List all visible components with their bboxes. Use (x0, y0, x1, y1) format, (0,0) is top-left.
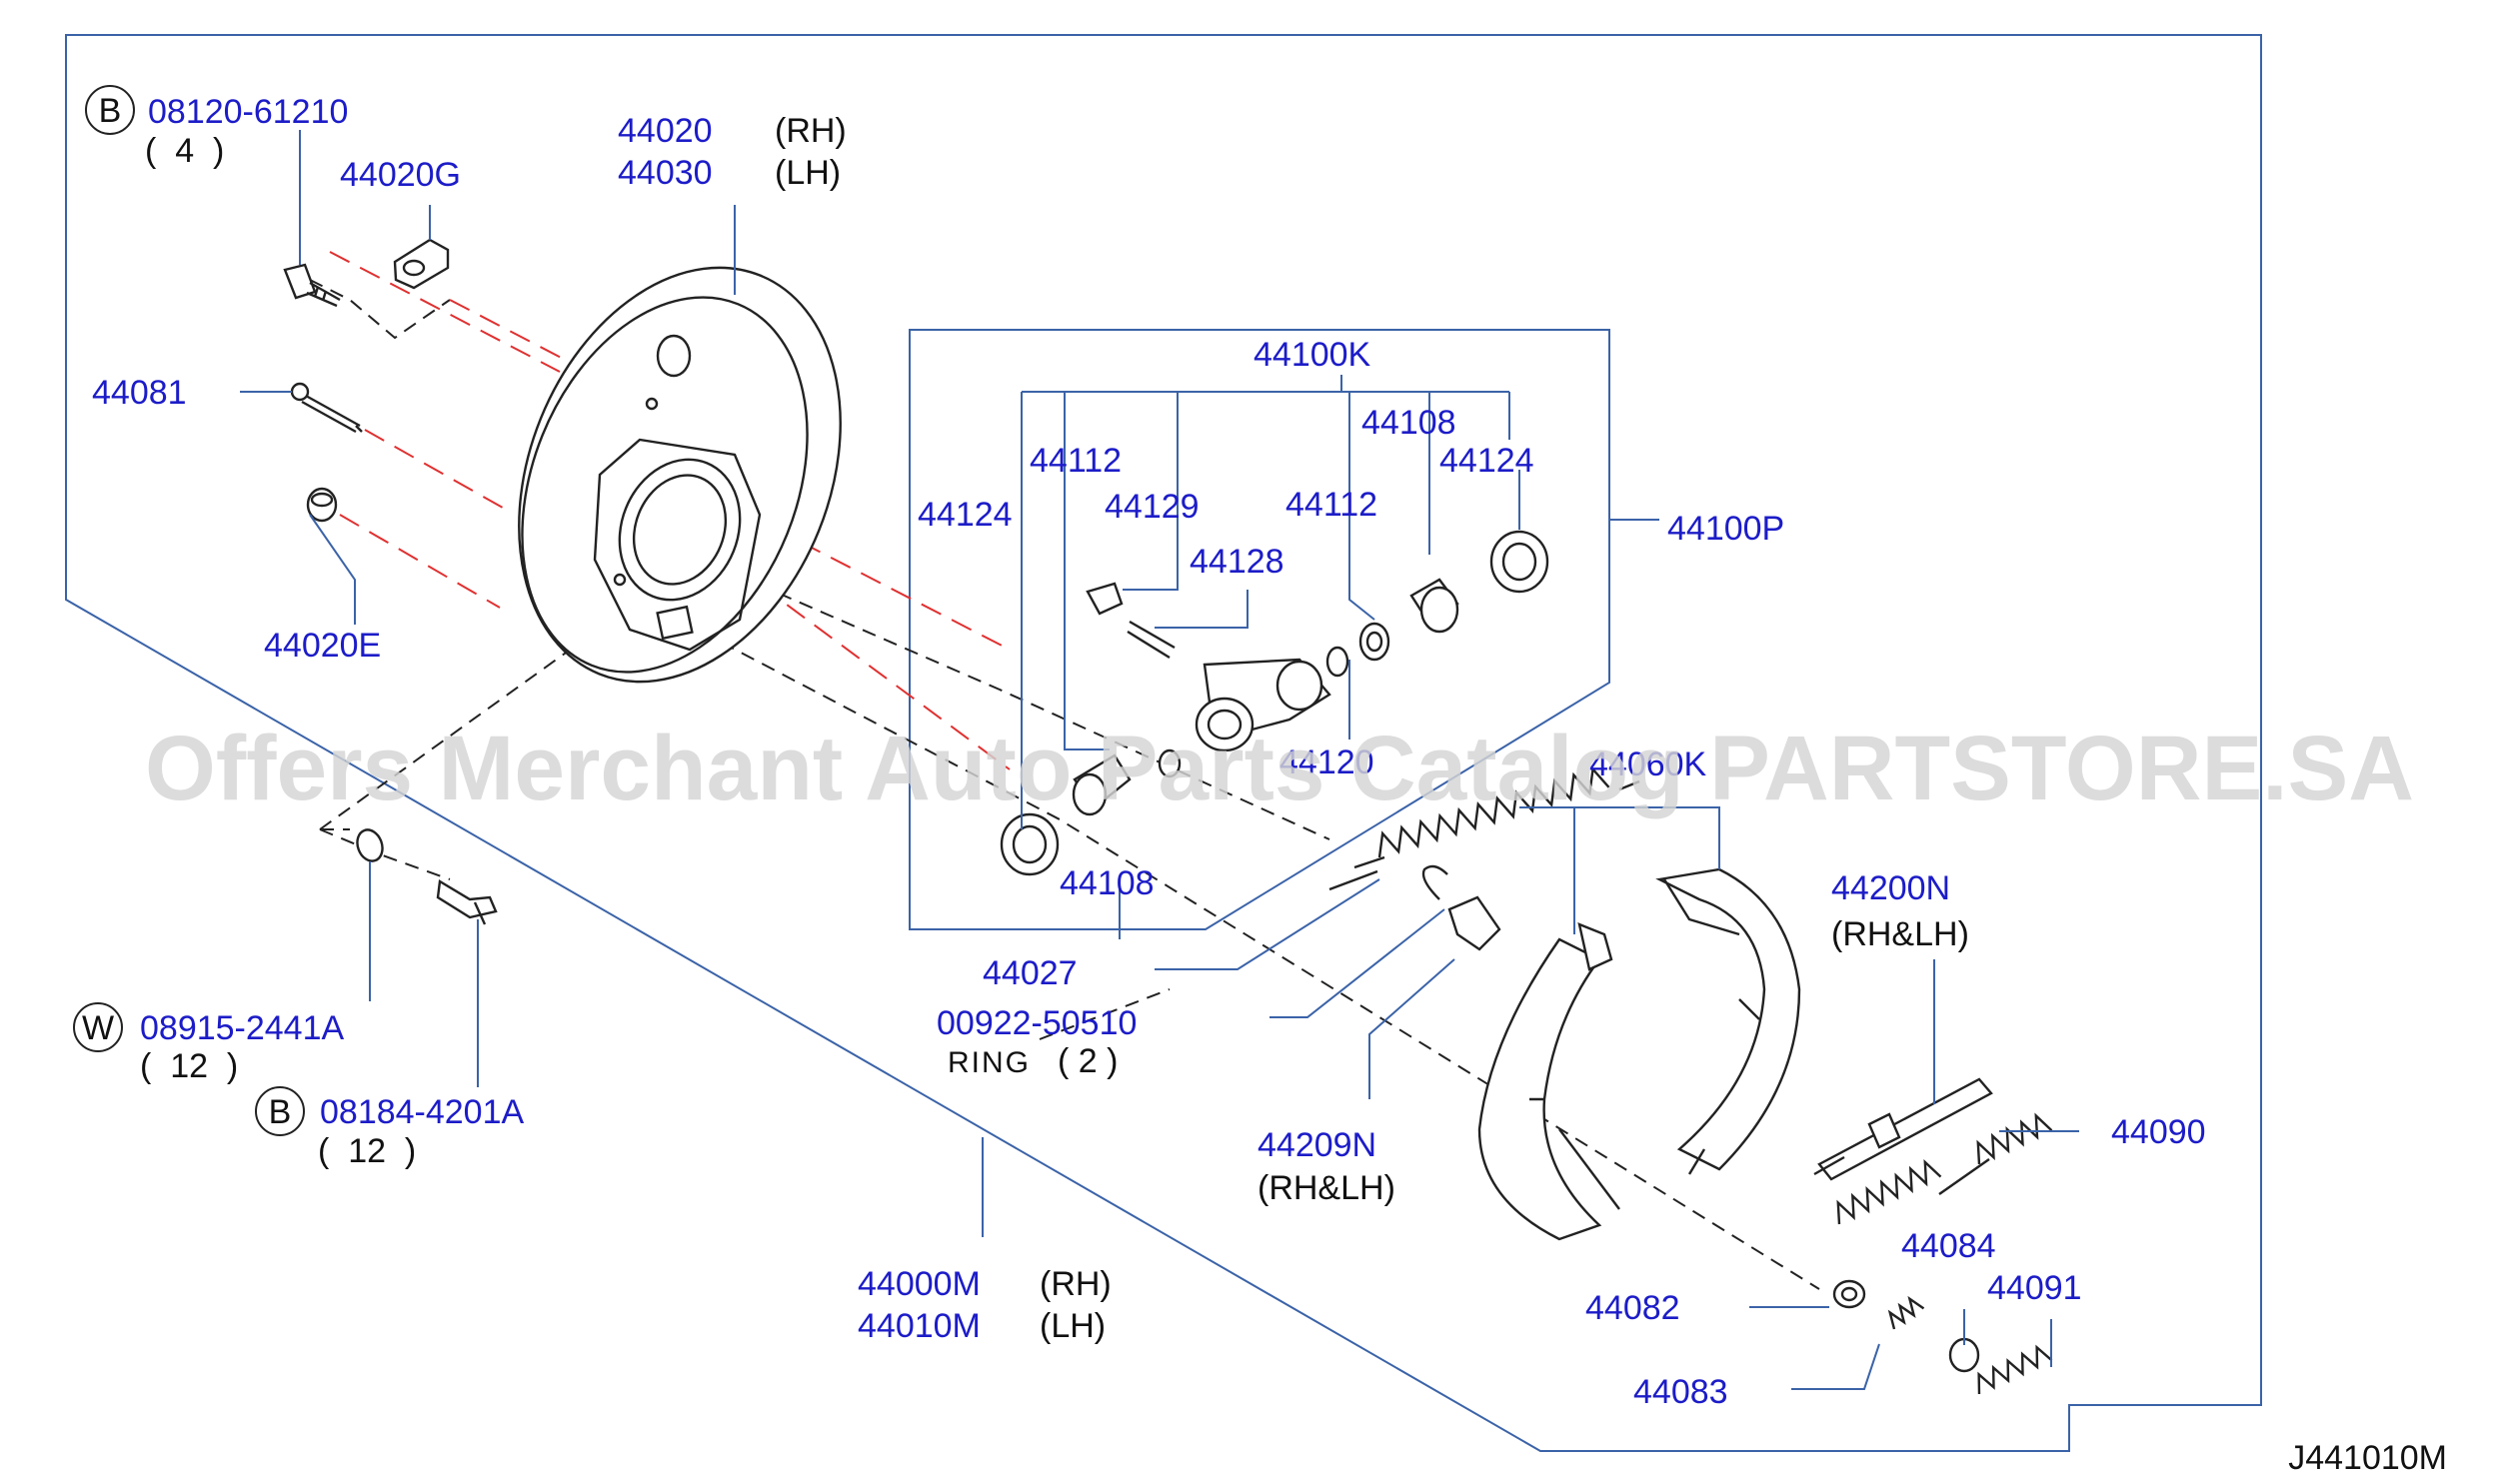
bolt-08120-61210 (283, 263, 341, 308)
part-44060k: 44060K (1589, 745, 1707, 783)
part-44020e: 44020E (264, 627, 381, 665)
side-44209n: (RH&LH) (1258, 1169, 1395, 1207)
washer-08915-2441a (356, 828, 384, 862)
adjuster-44200n (1813, 1077, 1993, 1181)
part-44108-b: 44108 (1060, 864, 1155, 902)
part-44124-a: 44124 (1439, 442, 1534, 480)
badges (73, 85, 305, 1136)
part-44200n: 44200N (1831, 869, 1950, 907)
qty-08120-61210: ( 4 ) (145, 132, 224, 170)
side-44000m: (RH) (1040, 1265, 1112, 1303)
part-44090: 44090 (2111, 1113, 2206, 1151)
plug-44020e (306, 487, 338, 523)
part-44020g: 44020G (340, 156, 461, 194)
part-44129: 44129 (1105, 488, 1200, 526)
part-44128: 44128 (1190, 543, 1284, 581)
part-44112-b: 44112 (1285, 486, 1377, 524)
diagram-code: J441010M (2288, 1439, 2447, 1477)
part-44083: 44083 (1633, 1373, 1728, 1411)
part-44020: 44020 (618, 112, 713, 150)
springs (1328, 765, 2053, 1395)
backing-plate (518, 266, 842, 684)
part-44091: 44091 (1987, 1269, 2082, 1307)
part-44112-a: 44112 (1030, 442, 1122, 480)
wheel-cylinder-parts (1000, 530, 1549, 876)
part-44000m: 44000M (858, 1265, 981, 1303)
side-44010m: (LH) (1040, 1307, 1106, 1345)
part-08184-4201a: 08184-4201A (320, 1093, 525, 1131)
qty-08184-4201a: ( 12 ) (318, 1132, 416, 1170)
side-44030: (LH) (775, 154, 841, 192)
part-08120-61210: 08120-61210 (148, 93, 348, 131)
assembly-frame (65, 34, 2262, 1452)
part-44027: 44027 (983, 954, 1078, 992)
wheel-cylinder-box (909, 329, 1610, 930)
part-44084: 44084 (1901, 1227, 1996, 1265)
side-44200n: (RH&LH) (1831, 915, 1969, 953)
brake-shoes (1477, 867, 1801, 1241)
badge-b-2: B (269, 1093, 292, 1131)
side-44020: (RH) (775, 112, 847, 150)
part-44081: 44081 (92, 374, 187, 412)
watermark: Offers Merchant Auto Parts Catalog PARTS… (145, 718, 2414, 819)
part-00922-50510: 00922-50510 (937, 1004, 1137, 1042)
part-44100k: 44100K (1254, 336, 1371, 374)
plug-44020g (393, 238, 450, 290)
qty-08915-2441a: ( 12 ) (140, 1047, 238, 1085)
part-44120: 44120 (1279, 743, 1374, 781)
clips-and-ring (1421, 864, 1980, 1373)
badge-w: W (82, 1009, 114, 1047)
leader-lines (240, 130, 2079, 1390)
ring-label: RING (948, 1046, 1031, 1079)
part-44209n: 44209N (1258, 1126, 1376, 1164)
part-44108-a: 44108 (1361, 404, 1456, 442)
part-44030: 44030 (618, 154, 713, 192)
part-44082: 44082 (1585, 1289, 1680, 1327)
pin-44081 (290, 382, 363, 434)
ring-qty: ( 2 ) (1058, 1042, 1118, 1080)
part-08915-2441a: 08915-2441A (140, 1009, 345, 1047)
part-44100p: 44100P (1667, 510, 1784, 548)
badge-b-1: B (99, 92, 122, 130)
part-44124-b: 44124 (918, 496, 1013, 534)
part-44010m: 44010M (858, 1307, 981, 1345)
bolt-08184-4201a (436, 879, 498, 925)
